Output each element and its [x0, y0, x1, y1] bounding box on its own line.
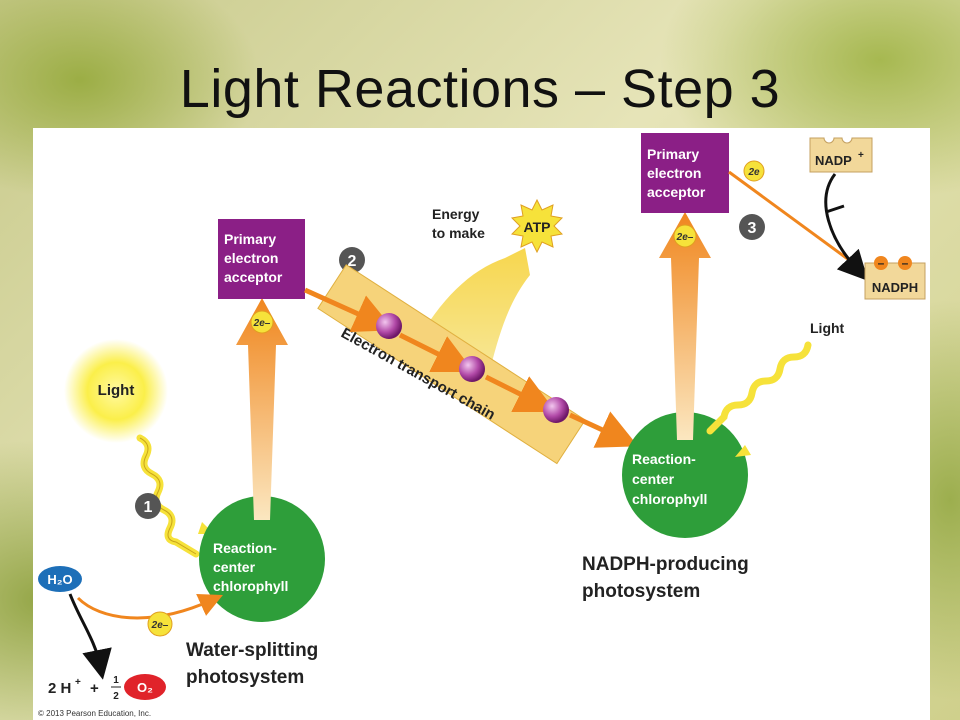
nadp-2e-badge: [743, 160, 765, 182]
nadph-producing-line1: NADPH-producing: [582, 554, 749, 575]
nadp-plus-sign: +: [858, 150, 864, 161]
nadp-label: NADP: [815, 153, 852, 168]
o2-molecule: [124, 674, 166, 700]
nadp-plus-box: [809, 137, 873, 173]
copyright-notice: © 2013 Pearson Education, Inc.: [38, 709, 151, 718]
right-reaction-center: [622, 412, 748, 538]
h2o-molecule: [38, 566, 82, 592]
right-light-wave: [706, 341, 812, 435]
left-light-label: Light: [98, 382, 135, 399]
etc-arrow-3: [484, 374, 556, 412]
left-light-source: [64, 339, 168, 443]
nadp-2e-label: 2e: [747, 167, 760, 178]
left-reaction-center: [199, 496, 325, 622]
right-2e-label: 2e–: [676, 232, 694, 243]
nadph-label: NADPH: [872, 280, 918, 295]
energy-text-line2: to make: [432, 225, 485, 241]
water-splitting-line1: Water-splitting: [186, 640, 318, 661]
left-light-wave-outline: [139, 437, 197, 555]
step-2-number: 2: [348, 253, 357, 270]
left-acceptor-line1: Primary: [224, 231, 276, 247]
plus-sign: +: [90, 680, 99, 697]
left-acceptor-line2: electron: [224, 250, 278, 266]
nadph-box: [864, 262, 926, 300]
etc-arrow-4: [568, 411, 639, 448]
etc-arrow-2: [398, 332, 474, 372]
water-splitting-line2: photosystem: [186, 667, 304, 688]
left-primary-acceptor-box: [218, 219, 305, 299]
atp-label: ATP: [524, 219, 551, 235]
right-acceptor-line3: acceptor: [647, 184, 706, 200]
nadph-electron-2: [898, 256, 912, 270]
step-1-number: 1: [144, 499, 153, 516]
o2-label: O₂: [137, 680, 153, 695]
water-2e-badge: [147, 611, 173, 637]
etc-carrier-3: [543, 397, 569, 423]
step-1-badge: [135, 493, 161, 519]
water-2e-label: 2e–: [151, 620, 169, 631]
right-light-label: Light: [810, 320, 845, 336]
right-rc-line2: center: [632, 471, 675, 487]
etc-carrier-1: [376, 313, 402, 339]
two-h-plus-sup: +: [75, 677, 81, 688]
step-3-number: 3: [748, 220, 757, 237]
etc-carrier-2: [459, 356, 485, 382]
nadph-minus-2: –: [902, 256, 909, 270]
h2o-label: H₂O: [47, 572, 72, 587]
left-rc-line1: Reaction-: [213, 540, 277, 556]
right-2e-badge: [673, 224, 697, 248]
right-light-arrowhead: [735, 445, 751, 457]
diagram-panel: [33, 128, 930, 720]
left-2e-badge: [250, 310, 274, 334]
left-acceptor-line3: acceptor: [224, 269, 283, 285]
right-acceptor-line1: Primary: [647, 146, 699, 162]
right-acceptor-line2: electron: [647, 165, 701, 181]
right-rc-line1: Reaction-: [632, 451, 696, 467]
nadph-electron-1: [874, 256, 888, 270]
nadp-side-tick: [825, 204, 845, 214]
right-primary-acceptor-box: [641, 133, 729, 213]
nadp-to-nadph-arrow: [824, 173, 869, 281]
left-electron-spike-arrow: [236, 298, 288, 520]
slide-title: Light Reactions – Step 3: [179, 59, 781, 119]
nadph-producing-line2: photosystem: [582, 581, 700, 602]
left-rc-line3: chlorophyll: [213, 578, 288, 594]
water-split-arrow: [68, 593, 112, 680]
half-numerator: 1: [113, 675, 119, 686]
right-rc-line3: chlorophyll: [632, 491, 707, 507]
energy-text-line1: Energy: [432, 206, 480, 222]
etc-arrow-1: [303, 287, 395, 333]
two-h-label: 2 H: [48, 680, 71, 697]
half-denominator: 2: [113, 691, 119, 702]
nadph-minus-1: –: [878, 256, 885, 270]
step-3-badge: [739, 214, 765, 240]
left-2e-label: 2e–: [253, 318, 271, 329]
right-electron-spike-arrow: [659, 212, 711, 440]
water-electron-arrow: [76, 593, 223, 620]
left-rc-line2: center: [213, 559, 256, 575]
atp-starburst: [510, 198, 564, 254]
